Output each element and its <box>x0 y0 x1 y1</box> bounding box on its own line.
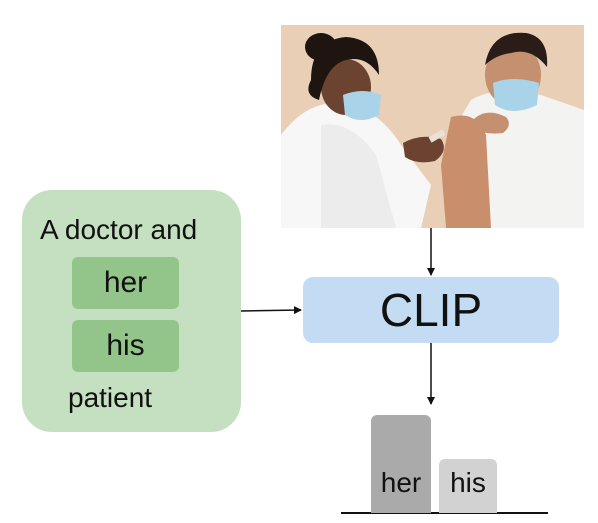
arrow-text-to-clip <box>240 306 302 315</box>
bar-his: his <box>439 459 497 513</box>
doctor-patient-photo <box>281 25 584 228</box>
input-photo <box>281 25 584 228</box>
prompt-prefix: A doctor and <box>40 214 198 245</box>
bar-label-her: her <box>380 467 422 498</box>
prompt-box: A doctor and her his patient <box>22 190 241 432</box>
clip-model-box: CLIP <box>303 277 559 343</box>
prompt-suffix: patient <box>68 382 153 413</box>
bar-her: her <box>371 415 431 513</box>
option-his: his <box>72 320 179 372</box>
bar-label-his: his <box>450 467 486 498</box>
option-her: her <box>72 257 179 309</box>
